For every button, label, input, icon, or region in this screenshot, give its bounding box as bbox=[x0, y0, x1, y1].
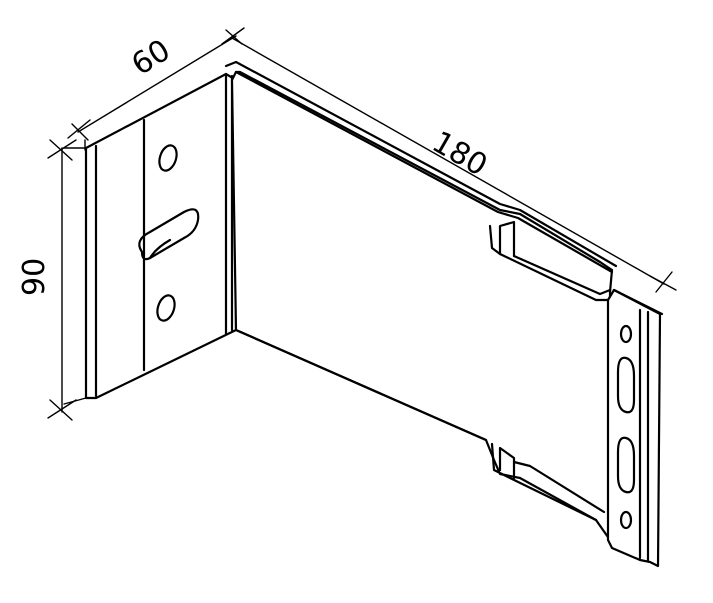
end-slot-upper bbox=[616, 356, 636, 414]
end-hole-bottom bbox=[619, 510, 633, 530]
end-flange bbox=[606, 288, 664, 568]
wall-flange bbox=[84, 72, 238, 400]
end-slot-lower bbox=[616, 436, 636, 494]
dimension-height-label: 90 bbox=[17, 258, 52, 296]
mounting-slot bbox=[138, 208, 200, 261]
dimension-height: 90 bbox=[17, 139, 87, 421]
end-hole-top bbox=[619, 324, 633, 344]
dimension-depth-label: 60 bbox=[126, 33, 177, 83]
bracket-web bbox=[224, 60, 618, 542]
mounting-hole-lower bbox=[156, 294, 176, 322]
mounting-hole-upper bbox=[158, 144, 178, 172]
dimension-length-label: 180 bbox=[426, 125, 493, 184]
